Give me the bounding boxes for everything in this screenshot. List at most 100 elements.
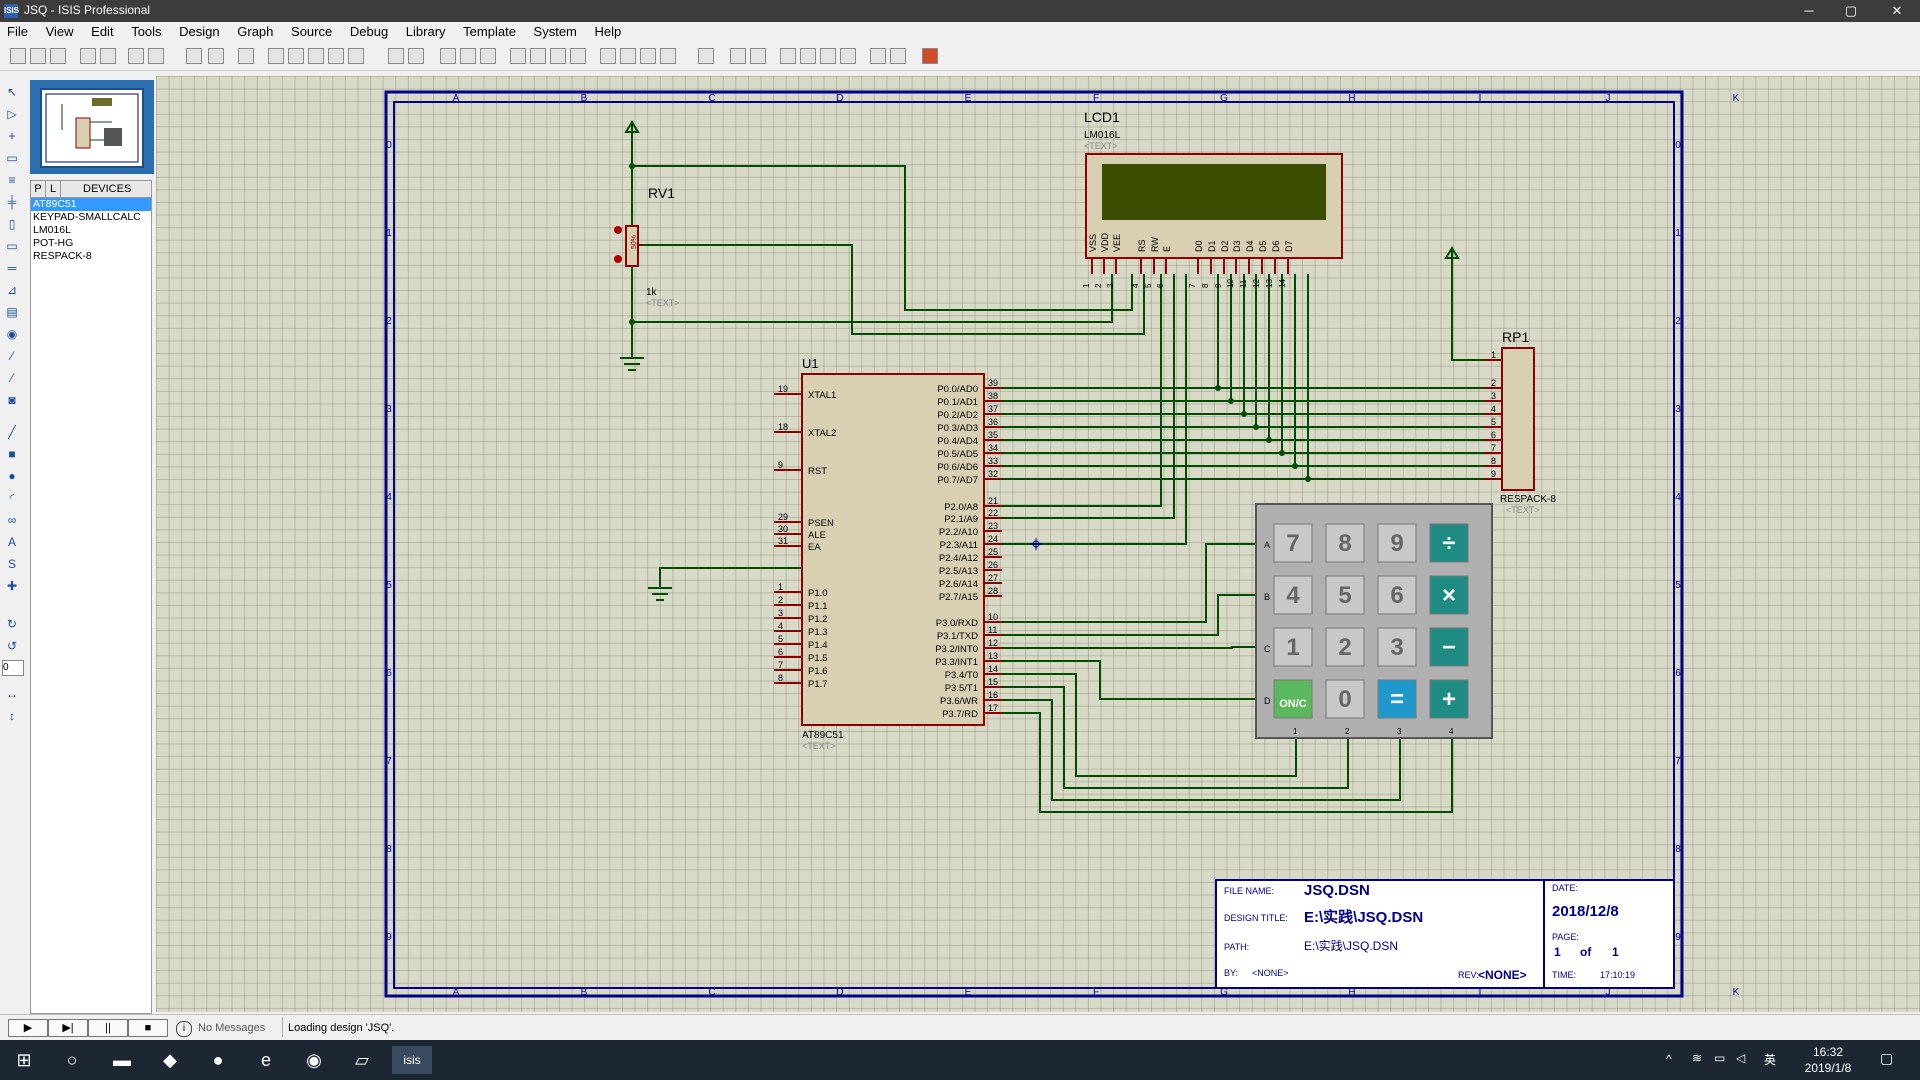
electrical-check-icon[interactable] <box>890 48 906 64</box>
bill-of-materials-icon[interactable] <box>870 48 886 64</box>
library-manager-tab[interactable]: L <box>46 181 61 197</box>
menu-edit[interactable]: Edit <box>91 24 114 39</box>
add-sheet-icon[interactable] <box>800 48 816 64</box>
virtual-instrument-icon[interactable]: ◙ <box>8 393 16 407</box>
lcd-lm016l[interactable]: LCD1 LM016L <TEXT> VSS1VDD2VEE3RS4RW5E6D… <box>1082 109 1343 288</box>
menu-tools[interactable]: Tools <box>131 24 162 39</box>
new-file-icon[interactable] <box>10 48 26 64</box>
cortana-icon[interactable]: ○ <box>66 1050 78 1070</box>
taskbar-clock[interactable]: 16:32 2019/1/8 <box>1788 1044 1868 1076</box>
property-tool-icon[interactable] <box>750 48 766 64</box>
remove-sheet-icon[interactable] <box>820 48 836 64</box>
line-icon[interactable]: ╱ <box>8 425 16 439</box>
search-icon[interactable] <box>730 48 746 64</box>
device-item-keypad[interactable]: KEYPAD-SMALLCALC <box>33 211 141 223</box>
pause-button[interactable]: || <box>88 1019 128 1037</box>
import-icon[interactable] <box>80 48 96 64</box>
mcu-at89c51[interactable]: U1 AT89C51 <TEXT> 19XTAL118XTAL29RST29PS… <box>774 356 1002 751</box>
selection-mode-icon[interactable]: ↖ <box>6 85 18 99</box>
menu-file[interactable]: File <box>7 24 28 39</box>
battery-icon[interactable]: ▭ <box>1714 1051 1726 1065</box>
stop-button[interactable]: ■ <box>128 1019 168 1037</box>
current-probe-icon[interactable]: ⁄ <box>10 371 13 385</box>
copy-icon[interactable] <box>460 48 476 64</box>
device-item-lm016l[interactable]: LM016L <box>33 224 71 236</box>
open-file-icon[interactable] <box>30 48 46 64</box>
app-icon-fox[interactable]: ◆ <box>163 1050 177 1070</box>
menu-help[interactable]: Help <box>594 24 622 39</box>
terminal-icon[interactable]: ▭ <box>6 239 18 253</box>
component-mode-icon[interactable]: ▷ <box>7 107 17 121</box>
menu-graph[interactable]: Graph <box>237 24 274 39</box>
make-device-icon[interactable] <box>620 48 636 64</box>
isis-taskbar-icon[interactable]: isis <box>392 1046 432 1074</box>
arc-icon[interactable]: ◜ <box>9 491 15 505</box>
menu-view[interactable]: View <box>45 24 74 39</box>
input-language-indicator[interactable]: 英 <box>1764 1053 1777 1067</box>
bus-icon[interactable]: ╪ <box>7 195 17 209</box>
packaging-icon[interactable] <box>640 48 656 64</box>
export-icon[interactable] <box>100 48 116 64</box>
volume-icon[interactable]: ◁ <box>1736 1051 1746 1065</box>
step-button[interactable]: ▶| <box>48 1019 88 1037</box>
edge-browser-icon[interactable]: e <box>260 1050 271 1070</box>
windows-start-icon[interactable]: ⊞ <box>16 1050 32 1070</box>
new-sheet-icon[interactable] <box>780 48 796 64</box>
minimize-button[interactable]: ─ <box>1804 3 1814 18</box>
netease-music-icon[interactable]: ● <box>212 1050 224 1070</box>
save-icon[interactable] <box>50 48 66 64</box>
zoom-in-icon[interactable] <box>288 48 304 64</box>
marker-icon[interactable]: ✚ <box>6 579 18 593</box>
mirror-horizontal-icon[interactable]: ↔ <box>6 687 18 701</box>
path-icon[interactable]: ∞ <box>7 513 17 527</box>
menu-source[interactable]: Source <box>291 24 333 39</box>
pick-device-tab[interactable]: P <box>31 181 46 197</box>
zoom-all-icon[interactable] <box>328 48 344 64</box>
print-icon[interactable] <box>128 48 144 64</box>
device-pin-icon[interactable]: ═ <box>7 261 17 275</box>
block-copy-icon[interactable] <box>510 48 526 64</box>
notepad-icon[interactable]: ▱ <box>355 1050 369 1070</box>
potentiometer-rv1[interactable]: 50% RV1 1k <TEXT> <box>614 185 680 308</box>
rotation-angle-field[interactable]: 0 <box>2 660 24 676</box>
subcircuit-icon[interactable]: ▯ <box>8 217 16 231</box>
origin-icon[interactable] <box>238 48 254 64</box>
device-item-pot-hg[interactable]: POT-HG <box>33 237 74 249</box>
message-count[interactable]: No Messages <box>198 1022 266 1034</box>
menu-library[interactable]: Library <box>405 24 446 39</box>
overview-window[interactable] <box>30 80 154 174</box>
play-button[interactable]: ▶ <box>8 1019 48 1037</box>
parent-sheet-icon[interactable] <box>840 48 856 64</box>
redo-icon[interactable] <box>408 48 424 64</box>
text-icon[interactable]: A <box>7 535 16 549</box>
notification-center-icon[interactable]: ▢ <box>1880 1050 1894 1066</box>
menu-design[interactable]: Design <box>179 24 220 39</box>
voltage-probe-icon[interactable]: ⁄ <box>10 349 13 363</box>
zoom-out-icon[interactable] <box>308 48 324 64</box>
tape-recorder-icon[interactable]: ▤ <box>6 305 18 319</box>
block-rotate-icon[interactable] <box>550 48 566 64</box>
file-explorer-icon[interactable]: ▬ <box>113 1050 131 1070</box>
wire-autorouter-icon[interactable] <box>698 48 714 64</box>
firefox-icon[interactable]: ◉ <box>306 1050 322 1070</box>
block-move-icon[interactable] <box>530 48 546 64</box>
junction-icon[interactable]: + <box>8 129 16 143</box>
wire-label-icon[interactable]: ▭ <box>6 151 18 165</box>
pan-icon[interactable] <box>268 48 284 64</box>
menu-system[interactable]: System <box>533 24 577 39</box>
refresh-icon[interactable] <box>186 48 202 64</box>
maximize-button[interactable]: ▢ <box>1844 3 1858 18</box>
generator-icon[interactable]: ◉ <box>6 327 18 341</box>
rotate-ccw-icon[interactable]: ↺ <box>6 639 18 653</box>
block-delete-icon[interactable] <box>570 48 586 64</box>
tray-chevron-icon[interactable]: ^ <box>1666 1052 1672 1066</box>
menu-debug[interactable]: Debug <box>349 24 389 39</box>
device-item-respack[interactable]: RESPACK-8 <box>33 250 92 262</box>
text-script-icon[interactable]: ≡ <box>8 173 16 187</box>
graph-icon[interactable]: ⊿ <box>6 283 18 297</box>
decompose-icon[interactable] <box>660 48 676 64</box>
menu-template[interactable]: Template <box>463 24 516 39</box>
mirror-vertical-icon[interactable]: ↕ <box>9 709 15 723</box>
print-area-icon[interactable] <box>148 48 164 64</box>
